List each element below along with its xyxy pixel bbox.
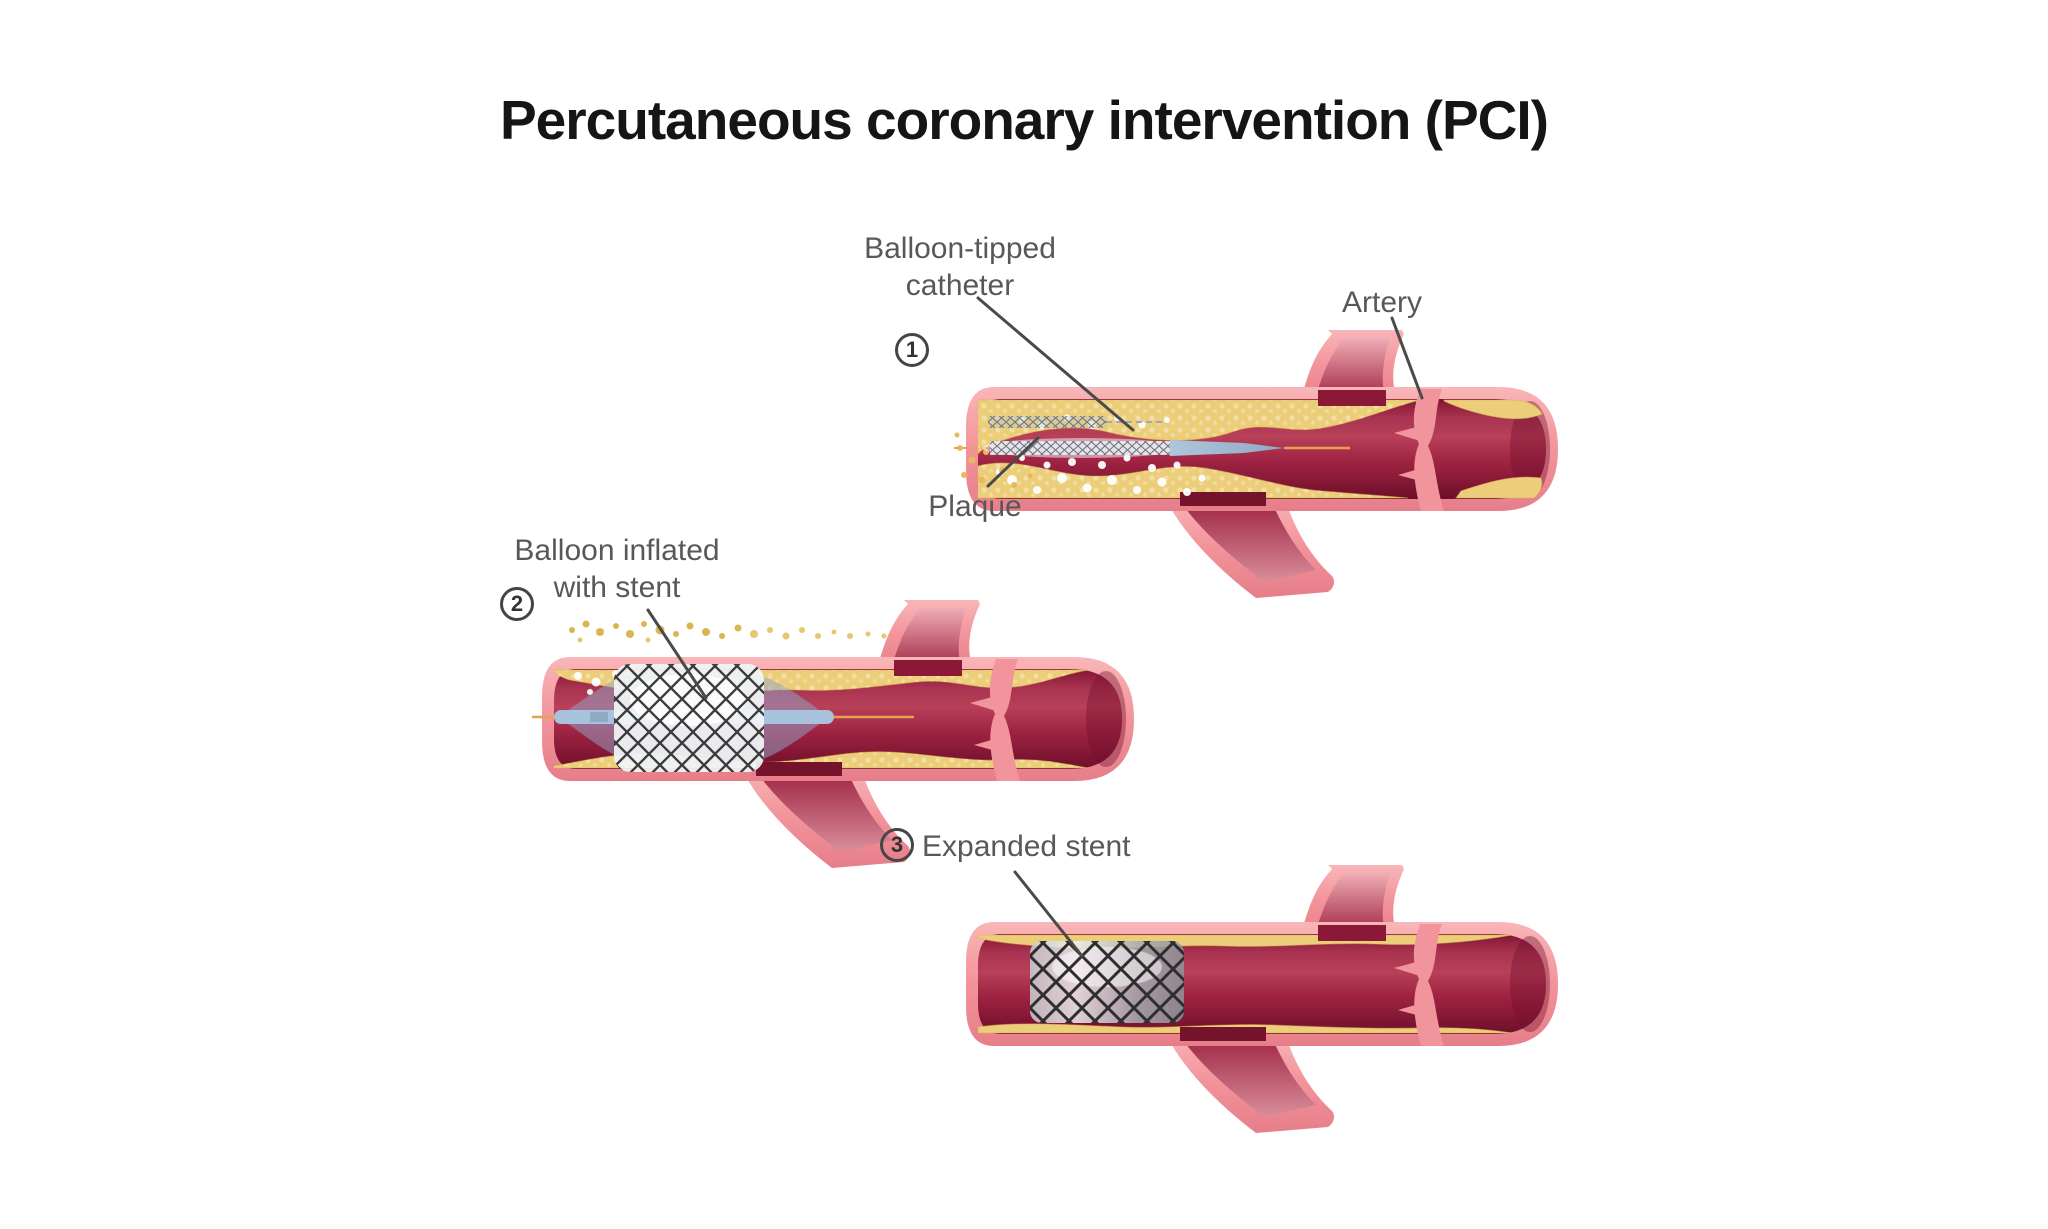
step-2-number: 2: [510, 591, 524, 616]
step-1-badge: 1: [895, 333, 929, 367]
artery-illustration-step-3: [966, 865, 1558, 1133]
branch-bottom: [1164, 1031, 1335, 1133]
branch-top-opening: [1318, 390, 1386, 406]
label-balloon-inflated-line1: Balloon inflated: [514, 534, 720, 567]
label-balloon-tipped-catheter: Balloon-tipped catheter: [830, 230, 1090, 304]
branch-bottom: [1164, 496, 1335, 598]
branch-bottom-opening: [1180, 1027, 1266, 1041]
branch-bottom: [740, 766, 911, 868]
branch-bottom-opening: [1180, 492, 1266, 506]
step-1-number: 1: [905, 337, 919, 362]
branch-top: [1300, 865, 1404, 937]
label-plaque: Plaque: [928, 490, 1022, 523]
branch-top-opening: [894, 660, 962, 676]
step-3-number: 3: [890, 832, 904, 857]
artery-cut-band: [1394, 924, 1444, 1046]
artery-cut-band: [1394, 389, 1444, 511]
expanded-stent-mesh: [1030, 941, 1184, 1023]
label-balloon-inflated: Balloon inflated with stent: [455, 532, 779, 606]
branch-top-opening: [1318, 925, 1386, 941]
step-2-badge: 2: [500, 587, 534, 621]
label-balloon-inflated-line2: with stent: [553, 571, 681, 604]
label-balloon-tipped-catheter-line2: catheter: [905, 269, 1015, 302]
artery-cut-band: [970, 659, 1020, 781]
label-balloon-tipped-catheter-line1: Balloon-tipped: [864, 232, 1056, 265]
branch-bottom-opening: [756, 762, 842, 776]
branch-top: [1300, 330, 1404, 402]
branch-top: [876, 600, 980, 672]
page-title: Percutaneous coronary intervention (PCI): [500, 89, 1549, 151]
artery-illustration-step-1: [954, 330, 1558, 598]
stent-mesh: [614, 664, 764, 772]
step-3-badge: 3: [880, 828, 914, 862]
catheter-tip: [1170, 440, 1284, 456]
label-expanded-stent: Expanded stent: [922, 830, 1131, 863]
deflated-stent-mesh: [990, 441, 1170, 455]
plaque-particle-trail: [569, 620, 902, 643]
label-artery: Artery: [1341, 286, 1422, 319]
